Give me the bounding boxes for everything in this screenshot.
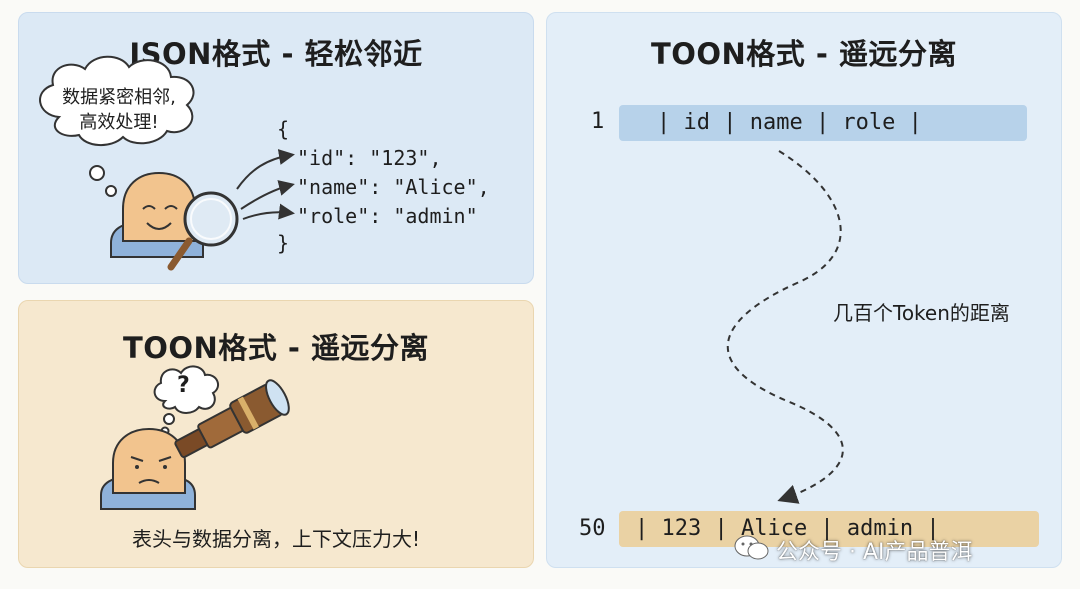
thought-bubble-icon: [39, 55, 195, 197]
bubble-line-2: 高效处理!: [79, 112, 159, 133]
telescope-icon: [174, 379, 290, 459]
question-mark: ?: [177, 373, 190, 398]
watermark-text: 公众号 · AI产品普洱: [776, 540, 973, 565]
json-code-line-5: }: [277, 231, 290, 255]
toon-left-title: TOON格式 - 遥远分离: [122, 331, 430, 365]
worried-person-icon: [100, 427, 196, 510]
json-panel-title: JSON格式 - 轻松邻近: [129, 37, 423, 71]
json-code-line-4: "role": "admin": [297, 204, 478, 228]
bubble-line-1: 数据紧密相邻,: [62, 87, 176, 108]
data-line-number: 50: [579, 516, 606, 541]
link-arrows-icon: [236, 149, 295, 220]
toon-right-title: TOON格式 - 遥远分离: [650, 37, 958, 71]
header-line-number: 1: [591, 109, 605, 134]
distance-arrow-icon: [726, 150, 844, 504]
header-row: | id | name | role |: [619, 105, 1027, 141]
data-row: | 123 | Alice | admin |: [619, 511, 1039, 547]
toon-left-caption: 表头与数据分离，上下文压力大!: [131, 527, 421, 551]
json-code-line-1: {: [277, 117, 290, 141]
distance-label: 几百个Token的距离: [833, 301, 1010, 325]
toon-right-panel: TOON格式 - 遥远分离 1 | id | name | role | 几百个…: [546, 12, 1062, 568]
json-panel: JSON格式 - 轻松邻近 数据紧密相邻, 高效处理! { "id": "123…: [18, 12, 534, 284]
magnifier-icon: [167, 191, 239, 271]
wechat-icon: [734, 535, 769, 560]
question-thought-icon: [153, 365, 220, 436]
json-code-line-3: "name": "Alice",: [297, 175, 490, 199]
toon-left-panel: TOON格式 - 遥远分离 ? 表头与数据分离，上下文压力大!: [18, 300, 534, 568]
json-code-line-2: "id": "123",: [297, 146, 442, 170]
